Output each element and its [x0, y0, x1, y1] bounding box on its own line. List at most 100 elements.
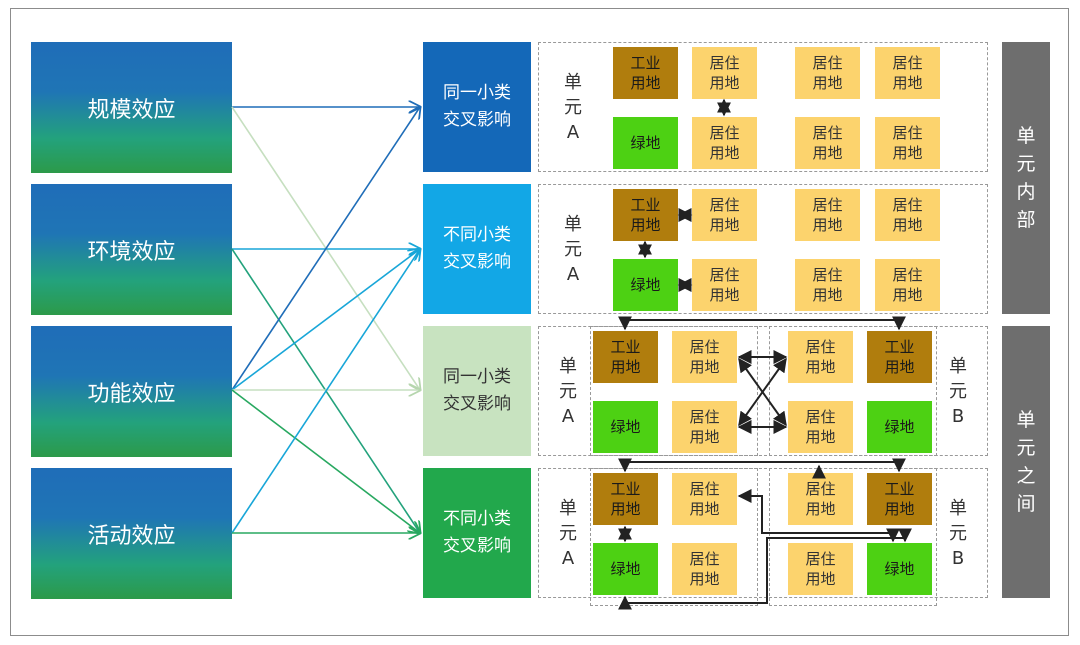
- land-text: 绿地: [630, 276, 661, 294]
- unit-char: 单: [564, 214, 582, 235]
- land-text: 居住: [892, 266, 923, 284]
- green-land-block: 绿地: [613, 117, 678, 169]
- land-text: 工业: [610, 338, 641, 356]
- residential-land-block: 居住用地: [672, 473, 737, 525]
- land-text: 用地: [812, 74, 843, 92]
- side-char: 单: [1016, 125, 1036, 147]
- unit-char: 单: [949, 498, 967, 519]
- unit-char: A: [561, 548, 575, 569]
- residential-land-block: 居住用地: [875, 47, 940, 99]
- panel-within-same: [538, 42, 988, 172]
- figure-frame: [10, 8, 1069, 636]
- unit-char: A: [566, 122, 580, 143]
- industrial-land-block: 工业用地: [613, 47, 678, 99]
- side-char: 元: [1016, 153, 1036, 175]
- land-text: 居住: [709, 196, 740, 214]
- land-text: 用地: [689, 500, 720, 518]
- land-text: 居住: [709, 54, 740, 72]
- land-text: 用地: [630, 216, 661, 234]
- interaction-line1: 同一小类: [443, 83, 511, 103]
- residential-land-block: 居住用地: [875, 259, 940, 311]
- residential-land-block: 居住用地: [788, 401, 853, 453]
- unit-char: B: [951, 548, 965, 569]
- land-text: 工业: [630, 196, 661, 214]
- green-land-block: 绿地: [593, 401, 658, 453]
- interaction-line1: 不同小类: [443, 509, 511, 529]
- effect-box-scale: 规模效应: [31, 42, 232, 173]
- effect-link: [231, 249, 420, 391]
- interaction-arrow: [618, 316, 906, 331]
- side-char: 元: [1016, 437, 1036, 459]
- land-text: 用地: [610, 358, 641, 376]
- residential-land-block: 居住用地: [875, 117, 940, 169]
- unit-char: 单: [559, 356, 577, 377]
- interaction-arrow: [618, 458, 906, 473]
- residential-land-block: 居住用地: [672, 331, 737, 383]
- effect-label: 功能效应: [87, 381, 176, 407]
- interaction-type-box: 不同小类交叉影响: [423, 184, 531, 314]
- residential-land-block: 居住用地: [692, 259, 757, 311]
- land-text: 用地: [892, 144, 923, 162]
- land-text: 居住: [812, 266, 843, 284]
- unit-char: 元: [564, 97, 582, 118]
- land-text: 用地: [812, 144, 843, 162]
- interaction-type-box: 同一小类交叉影响: [423, 42, 531, 172]
- land-text: 居住: [812, 196, 843, 214]
- interaction-line2: 交叉影响: [443, 110, 511, 130]
- residential-land-block: 居住用地: [875, 189, 940, 241]
- effect-link: [231, 249, 420, 534]
- industrial-land-block: 工业用地: [593, 473, 658, 525]
- interaction-line2: 交叉影响: [443, 536, 511, 556]
- effect-label: 规模效应: [87, 97, 176, 123]
- side-char: 单: [1016, 409, 1036, 431]
- land-text: 用地: [812, 286, 843, 304]
- land-text: 用地: [630, 74, 661, 92]
- effect-box-environment: 环境效应: [31, 184, 232, 315]
- land-text: 居住: [892, 54, 923, 72]
- land-text: 居住: [805, 338, 836, 356]
- unit-char: 单: [559, 498, 577, 519]
- residential-land-block: 居住用地: [692, 117, 757, 169]
- panel-within-different: [538, 184, 988, 314]
- industrial-land-block: 工业用地: [593, 331, 658, 383]
- residential-land-block: 居住用地: [788, 331, 853, 383]
- land-text: 居住: [689, 408, 720, 426]
- land-text: 居住: [689, 480, 720, 498]
- land-text: 用地: [689, 358, 720, 376]
- unit-char: A: [566, 264, 580, 285]
- land-text: 用地: [709, 74, 740, 92]
- unit-char: A: [561, 406, 575, 427]
- side-char: 内: [1016, 181, 1036, 203]
- land-text: 居住: [709, 124, 740, 142]
- land-text: 用地: [709, 216, 740, 234]
- unit-char: 单: [949, 356, 967, 377]
- green-land-block: 绿地: [867, 401, 932, 453]
- effect-label: 环境效应: [87, 239, 176, 265]
- effect-label: 活动效应: [87, 523, 176, 549]
- land-text: 用地: [610, 500, 641, 518]
- interaction-type-box: 不同小类交叉影响: [423, 468, 531, 598]
- interaction-line1: 同一小类: [443, 367, 511, 387]
- interaction-type-box: 同一小类交叉影响: [423, 326, 531, 456]
- interaction-line1: 不同小类: [443, 225, 511, 245]
- land-text: 居住: [805, 408, 836, 426]
- industrial-land-block: 工业用地: [867, 331, 932, 383]
- effect-link: [231, 389, 420, 533]
- land-text: 工业: [630, 54, 661, 72]
- land-text: 绿地: [884, 418, 915, 436]
- land-text: 用地: [709, 286, 740, 304]
- interaction-line2: 交叉影响: [443, 252, 511, 272]
- land-text: 居住: [812, 54, 843, 72]
- land-text: 居住: [892, 196, 923, 214]
- green-land-block: 绿地: [613, 259, 678, 311]
- land-text: 用地: [689, 428, 720, 446]
- unit-char: 元: [564, 239, 582, 260]
- interaction-arrow: [737, 489, 900, 543]
- residential-land-block: 居住用地: [672, 401, 737, 453]
- interaction-line2: 交叉影响: [443, 394, 511, 414]
